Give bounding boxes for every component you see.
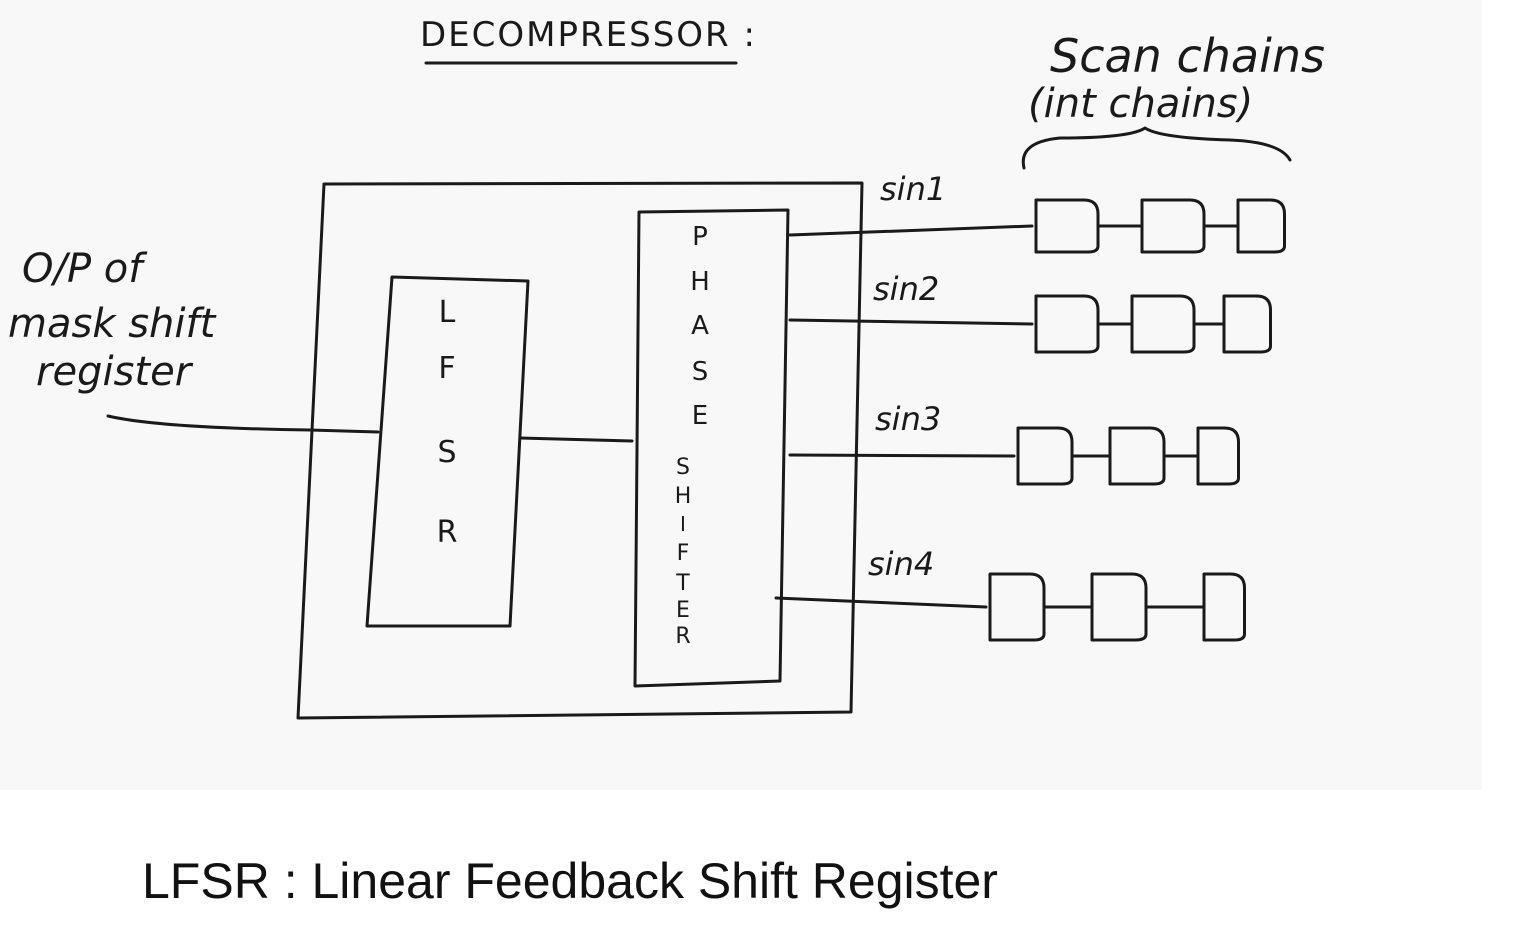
lfsr-letter: S xyxy=(437,435,456,470)
scan-flop xyxy=(1236,198,1286,254)
scan-flop xyxy=(988,572,1046,642)
output-wire-1 xyxy=(788,224,1034,237)
input-label-line-2: mask shift xyxy=(8,301,217,347)
phase-shifter-letter: S xyxy=(676,455,690,480)
input-wire xyxy=(106,414,380,434)
input-label-line-1: O/P of xyxy=(22,246,148,292)
scan-chain-outputs: sin1 sin2 sin3 sin4 xyxy=(774,170,1286,642)
scan-flop xyxy=(1130,294,1196,354)
phase-shifter-letter: A xyxy=(691,311,709,341)
lfsr-letter: L xyxy=(439,295,456,330)
phase-shifter-letter: P xyxy=(692,222,708,252)
phase-shifter-letter: H xyxy=(675,484,692,509)
phase-shifter-box xyxy=(633,208,790,688)
phase-shifter-letter: R xyxy=(675,624,690,649)
output-wire-2 xyxy=(788,318,1034,326)
scan-chains-brace xyxy=(1021,126,1292,170)
lfsr-box xyxy=(365,275,530,628)
lfsr-to-phase-shifter-wire xyxy=(518,436,634,443)
scan-flop xyxy=(1034,198,1100,254)
decompressor-box xyxy=(296,181,864,720)
phase-shifter-letter: E xyxy=(676,598,690,623)
scan-chains-label-line-2: (int chains) xyxy=(1028,81,1253,127)
whiteboard-canvas xyxy=(0,0,1482,790)
output-label-4: sin4 xyxy=(868,545,934,583)
scan-flop xyxy=(1222,294,1272,354)
scan-flop xyxy=(1108,426,1166,486)
lfsr-letters: LF S R xyxy=(437,295,458,550)
scan-flop xyxy=(1196,426,1240,486)
lfsr-letter: F xyxy=(438,351,455,386)
output-label-2: sin2 xyxy=(873,270,939,308)
phase-shifter-letter: I xyxy=(680,512,686,536)
scan-flop xyxy=(1090,572,1148,642)
output-wire-4 xyxy=(774,596,988,609)
input-label: O/P of mask shift register xyxy=(8,246,217,395)
scan-chains-label: Scan chains (int chains) xyxy=(1028,29,1325,127)
output-label-3: sin3 xyxy=(875,400,941,438)
phase-shifter-letter: F xyxy=(677,541,690,566)
phase-shifter-letter: T xyxy=(675,571,690,596)
scan-flop xyxy=(1034,294,1100,354)
phase-shifter-letter: H xyxy=(690,267,710,297)
output-wire-3 xyxy=(788,453,1016,458)
phase-shifter-letter: S xyxy=(692,357,709,387)
scan-flop xyxy=(1202,572,1246,642)
diagram-title: DECOMPRESSOR : xyxy=(420,15,757,55)
input-label-line-3: register xyxy=(36,349,194,395)
scan-flop xyxy=(1140,198,1206,254)
scan-flop xyxy=(1016,426,1074,486)
output-label-1: sin1 xyxy=(880,170,946,208)
caption: LFSR : Linear Feedback Shift Register xyxy=(142,853,998,909)
phase-shifter-letter: E xyxy=(692,401,708,431)
lfsr-letter: R xyxy=(437,515,458,550)
scan-chains-label-line-1: Scan chains xyxy=(1050,29,1325,83)
